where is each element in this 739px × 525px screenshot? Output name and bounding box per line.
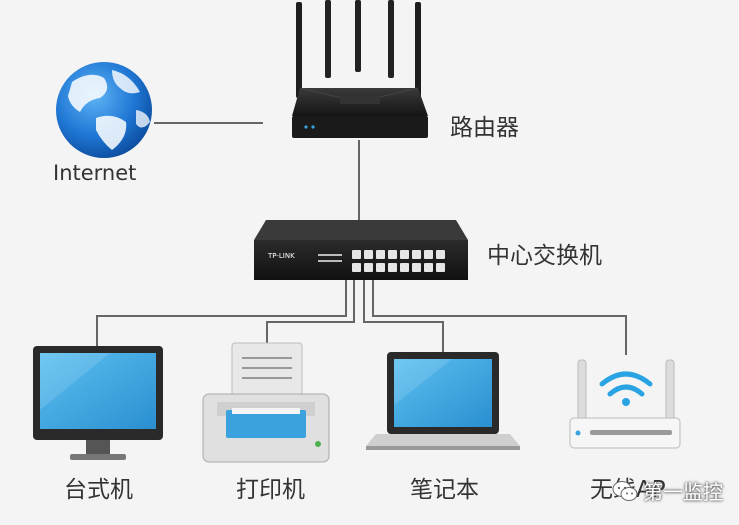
switch-printer-line: [266, 280, 355, 343]
switch-port: [424, 263, 433, 272]
switch-port: [436, 263, 445, 272]
desktop-icon: [33, 346, 163, 460]
watermark-text: 第一监控: [643, 480, 723, 504]
switch-port: [376, 263, 385, 272]
switch-desktop-line: [96, 280, 347, 346]
switch-brand-label: TP-LINK: [267, 252, 295, 260]
globe-icon: [56, 62, 152, 158]
wechat-icon: [612, 480, 638, 501]
printer-label: 打印机: [236, 477, 305, 503]
switch-icon: TP-LINK: [254, 220, 468, 280]
switch-port: [388, 263, 397, 272]
switch-port: [400, 250, 409, 259]
internet-label: Internet: [53, 161, 137, 185]
desktop-label: 台式机: [64, 477, 133, 503]
laptop-icon: [366, 352, 520, 450]
switch-port: [436, 250, 445, 259]
switch-port: [352, 263, 361, 272]
switch-laptop-line: [363, 280, 444, 352]
switch-port: [376, 250, 385, 259]
wireless-ap-icon: [569, 359, 681, 449]
switch-port: [412, 263, 421, 272]
watermark: 第一监控: [612, 476, 723, 505]
switch-port: [352, 250, 361, 259]
switch-port: [388, 250, 397, 259]
router-label: 路由器: [450, 115, 519, 141]
switch-port: [412, 250, 421, 259]
switch-port: [400, 263, 409, 272]
connection-lines: [96, 122, 627, 355]
switch-label: 中心交换机: [487, 243, 602, 269]
laptop-label: 笔记本: [410, 477, 479, 503]
switch-ports: [352, 250, 445, 272]
printer-icon: [202, 342, 330, 463]
switch-ap-line: [372, 280, 627, 355]
switch-port: [364, 250, 373, 259]
switch-port: [364, 263, 373, 272]
switch-port: [424, 250, 433, 259]
router-icon: [292, 0, 428, 138]
